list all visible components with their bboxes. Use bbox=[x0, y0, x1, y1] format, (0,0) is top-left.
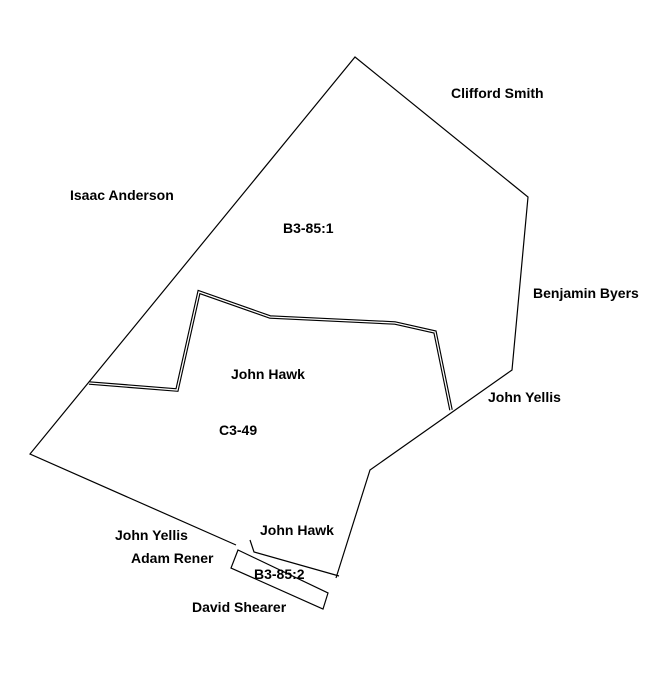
neighbor-label-benjamin-byers: Benjamin Byers bbox=[533, 285, 639, 301]
neighbor-label-john-hawk-south: John Hawk bbox=[260, 522, 334, 538]
parcel-label-c3-49: C3-49 bbox=[219, 422, 257, 438]
parcel-b3-85-2-boundary bbox=[230, 549, 329, 610]
neighbor-label-john-yellis-east: John Yellis bbox=[488, 389, 561, 405]
neighbor-label-isaac-anderson: Isaac Anderson bbox=[70, 187, 174, 203]
parcel-label-b3-85-1: B3-85:1 bbox=[283, 220, 334, 236]
neighbor-label-clifford-smith: Clifford Smith bbox=[451, 85, 544, 101]
neighbor-label-john-yellis-south: John Yellis bbox=[115, 527, 188, 543]
parcel-owner-john-hawk: John Hawk bbox=[231, 366, 305, 382]
neighbor-label-david-shearer: David Shearer bbox=[192, 599, 287, 615]
outer-boundary-line bbox=[29, 56, 529, 579]
neighbor-label-adam-rener: Adam Rener bbox=[131, 550, 214, 566]
parcel-division-line-inner bbox=[88, 291, 452, 411]
parcel-label-b3-85-2: B3-85:2 bbox=[254, 566, 305, 582]
south-jog-line bbox=[249, 539, 340, 577]
parcel-division-line bbox=[88, 289, 453, 411]
